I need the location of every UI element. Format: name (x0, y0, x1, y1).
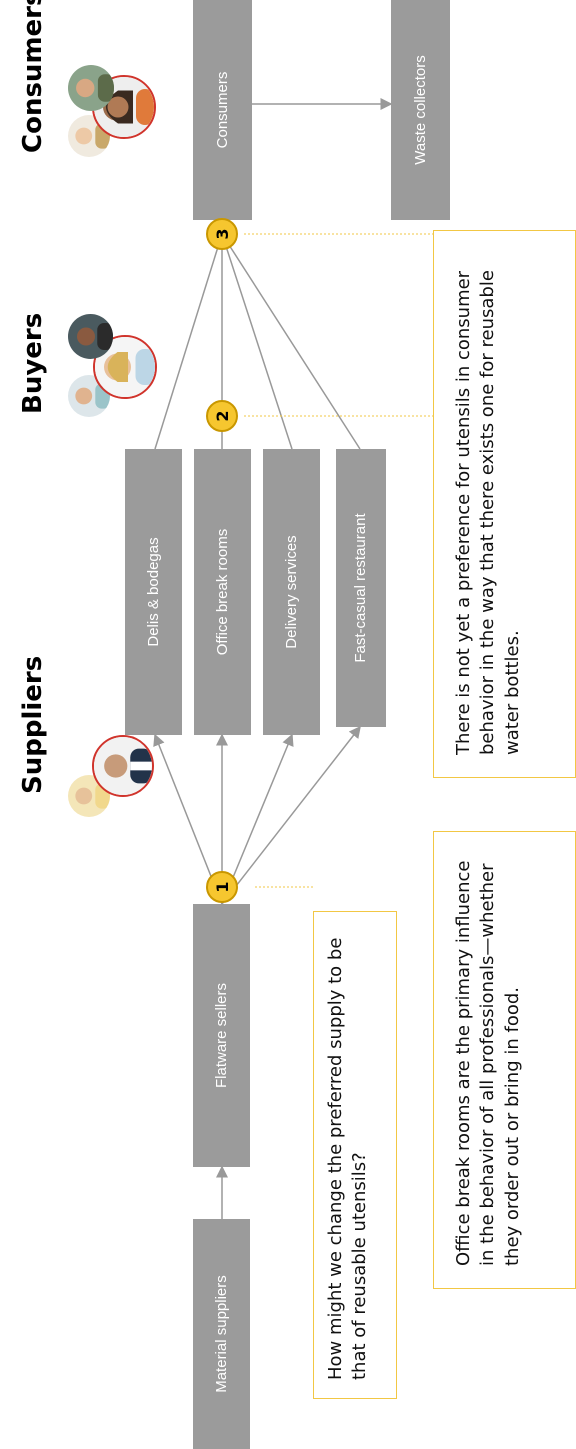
node-waste-collectors: Waste collectors (391, 0, 450, 220)
marker-3: 3 (206, 218, 238, 250)
line-fastcasual-to-consumers (221, 233, 361, 450)
line-delis-to-consumers (154, 233, 223, 450)
buyer-avatar-right (68, 314, 113, 359)
line-delivery-to-consumers (221, 233, 293, 450)
node-material-suppliers: Material suppliers (193, 1219, 250, 1449)
buyer-avatar-main (93, 335, 157, 399)
consumer-avatar-right (68, 65, 114, 111)
node-consumers: Consumers (193, 0, 252, 220)
section-title-consumers: Consumers (18, 0, 48, 153)
node-office-break-rooms: Office break rooms (194, 449, 251, 735)
note-1: How might we change the preferred supply… (313, 911, 397, 1399)
note-3: There is not yet a preference for utensi… (433, 230, 576, 778)
section-title-suppliers: Suppliers (18, 655, 48, 794)
section-title-buyers: Buyers (18, 312, 48, 414)
node-flatware-sellers: Flatware sellers (193, 904, 250, 1167)
arrow-flatware-to-fastcasual (221, 725, 361, 905)
note-2: Office break rooms are the primary influ… (433, 831, 576, 1289)
node-delivery-services: Delivery services (263, 449, 320, 735)
node-fast-casual-restaurant: Fast-casual restaurant (336, 449, 386, 727)
node-delis-bodegas: Delis & bodegas (125, 449, 182, 735)
marker-1: 1 (206, 871, 238, 903)
supplier-avatar-main (92, 735, 154, 797)
marker-2: 2 (206, 400, 238, 432)
